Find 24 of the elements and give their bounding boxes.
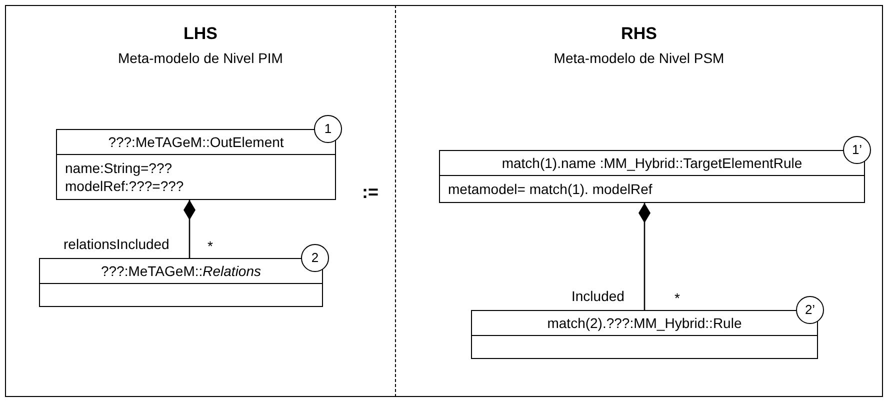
class-name: ???:MeTAGeM::Relations (100, 263, 262, 279)
number-badge: 1 (314, 115, 342, 143)
panel-heading: RHS (620, 24, 658, 44)
diagram-panel (5, 5, 396, 397)
diagram-panel (395, 5, 883, 397)
composition-line (638, 203, 650, 310)
class-name: ???:MeTAGeM::OutElement (108, 134, 284, 150)
edge-label: relationsIncluded (64, 236, 170, 252)
panel-heading: LHS (182, 24, 218, 44)
panel-subtitle: Meta-modelo de Nivel PSM (552, 50, 726, 66)
edge-label: Included (572, 288, 624, 304)
assignment-operator: := (362, 182, 379, 203)
composition-line (184, 200, 196, 258)
class-attribute: metamodel= match(1). modelRef (448, 181, 652, 197)
class-attribute: modelRef:???=??? (65, 178, 184, 194)
number-badge: 2 (301, 244, 329, 272)
number-badge: 1’ (843, 136, 871, 164)
class-name: match(1).name :MM_Hybrid::TargetElementRule (502, 155, 802, 171)
panel-subtitle: Meta-modelo de Nivel PIM (117, 50, 284, 66)
class-name: match(2).???:MM_Hybrid::Rule (547, 315, 742, 331)
multiplicity-label: * (674, 290, 680, 306)
number-badge: 2’ (796, 296, 824, 324)
class-attribute: name:String=??? (65, 160, 172, 176)
multiplicity-label: * (208, 238, 213, 254)
